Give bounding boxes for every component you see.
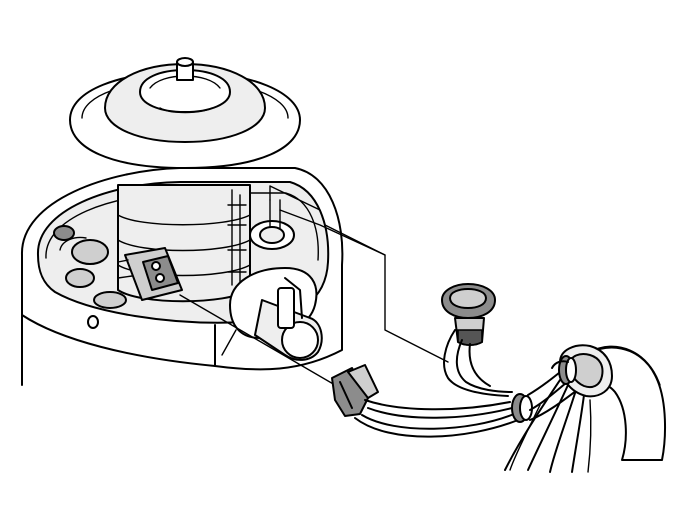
leader-lines xyxy=(179,185,449,386)
outlet-fitting xyxy=(249,199,295,250)
top-cap xyxy=(69,57,301,169)
floor-openings xyxy=(53,225,127,309)
harness-connector xyxy=(331,364,379,417)
fuel-level-sender xyxy=(221,267,323,361)
pump-electrical-connector xyxy=(117,247,183,301)
wiring-harness xyxy=(354,329,592,473)
wire-grommet xyxy=(441,283,496,346)
harness-conduit xyxy=(551,344,667,461)
